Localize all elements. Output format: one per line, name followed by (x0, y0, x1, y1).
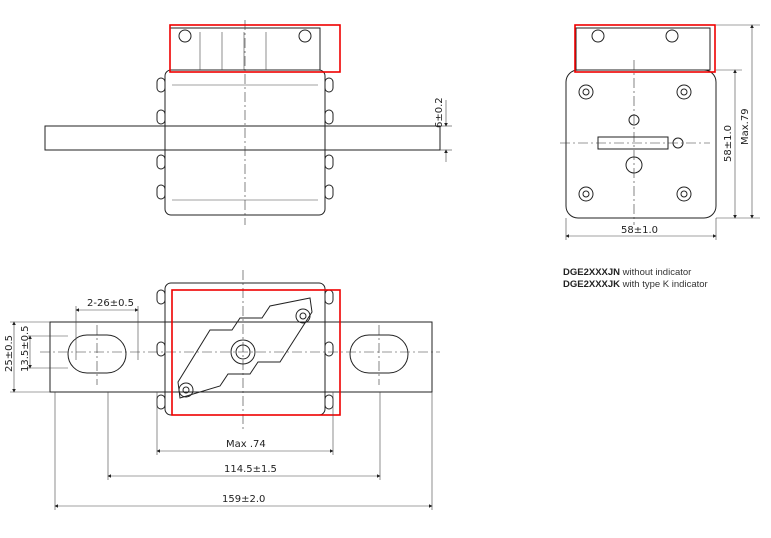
dim-bar-thickness: 6±0.2 (434, 97, 445, 128)
end-view: 58±1.0 Max.79 58±1.0 (560, 24, 760, 240)
dim-max-79: Max.79 (740, 108, 751, 145)
legend-code: DGE2XXXJN (563, 267, 621, 278)
dim-bar-width: 25±0.5 (4, 335, 15, 372)
legend-desc: with type K indicator (622, 279, 708, 290)
legend-item: DGE2XXXJK with type K indicator (563, 279, 708, 291)
highlight-box (171, 289, 341, 416)
highlight-box (574, 24, 716, 73)
dim-width-58: 58±1.0 (621, 225, 658, 236)
dim-total-length: 159±2.0 (222, 494, 265, 505)
legend-code: DGE2XXXJK (563, 279, 621, 290)
dim-height-58: 58±1.0 (723, 125, 734, 162)
side-view: 6±0.2 (44, 20, 452, 225)
dim-slot-width: 13.5±0.5 (20, 325, 31, 372)
legend-desc: without indicator (622, 267, 692, 278)
dim-slot-spacing: 114.5±1.5 (224, 464, 277, 475)
dim-slot: 2-26±0.5 (87, 298, 134, 309)
legend-item: DGE2XXXJN without indicator (563, 267, 708, 279)
highlight-box (169, 24, 341, 73)
model-legend: DGE2XXXJN without indicator DGE2XXXJK wi… (563, 267, 708, 291)
top-view: 2-26±0.5 25±0.5 13.5±0.5 Max .74 114.5±1… (4, 270, 440, 510)
dim-max-body: Max .74 (226, 439, 266, 450)
